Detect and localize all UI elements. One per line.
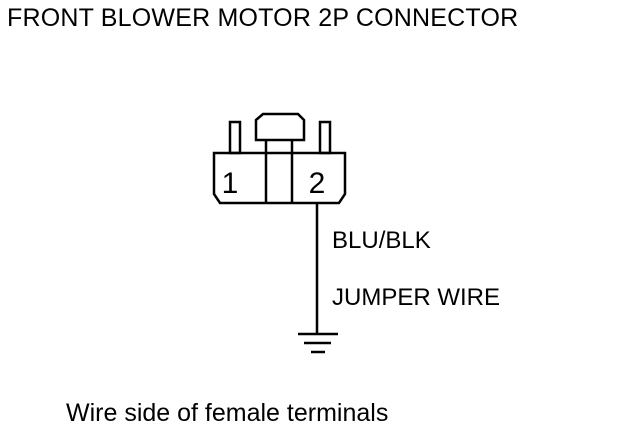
ground-icon — [298, 332, 338, 354]
caption: Wire side of female terminals — [66, 399, 389, 427]
wire-color-label: BLU/BLK — [332, 227, 431, 254]
lock-tab — [254, 112, 306, 142]
terminal-2-label: 2 — [309, 167, 326, 200]
lock-tab-stem — [264, 140, 294, 153]
diagram-title: FRONT BLOWER MOTOR 2P CONNECTOR — [7, 4, 519, 32]
post-left — [228, 120, 242, 155]
jumper-wire-label: JUMPER WIRE — [332, 284, 500, 311]
post-right — [318, 120, 332, 155]
connector-body — [212, 151, 347, 205]
terminal-1-label: 1 — [222, 167, 239, 200]
